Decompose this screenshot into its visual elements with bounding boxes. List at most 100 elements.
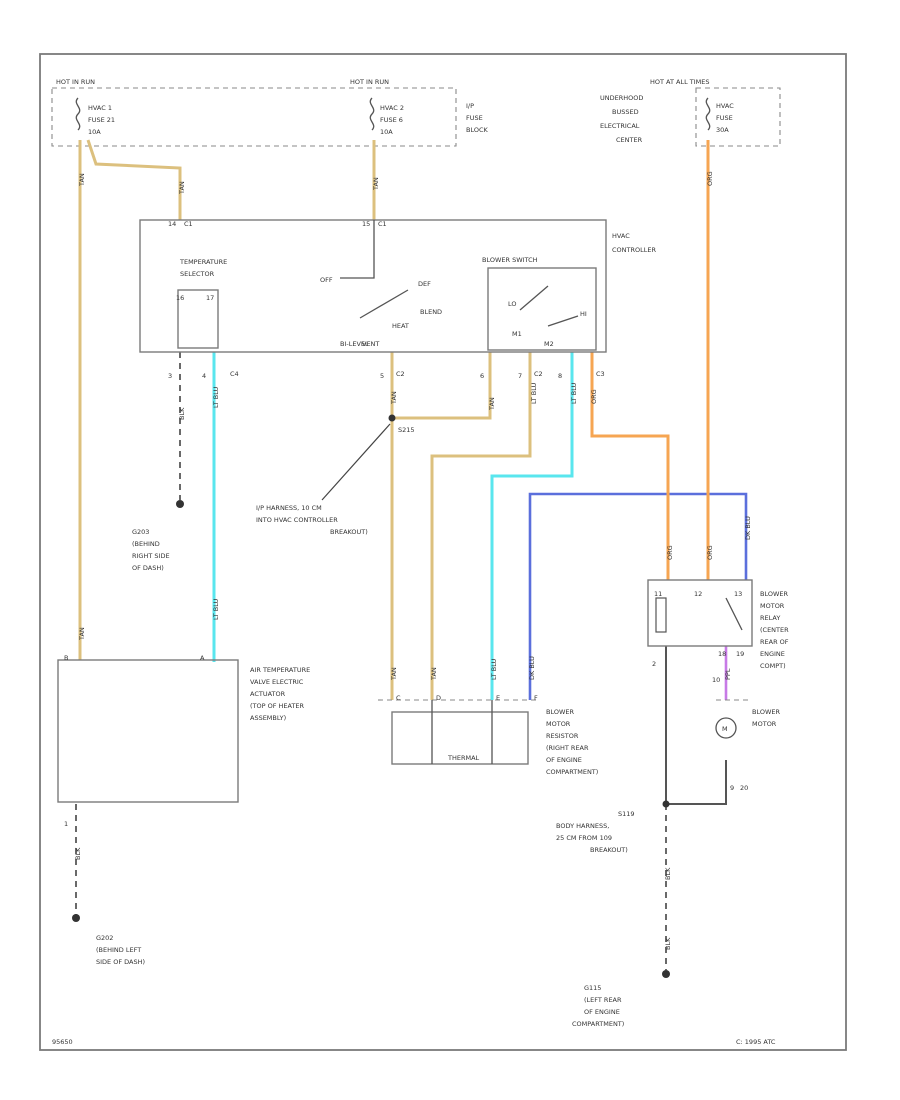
hvac-controller-label-1: HVAC: [612, 232, 630, 240]
wire-label-tan-6: TAN: [78, 627, 86, 641]
g203-label-3: RIGHT SIDE: [132, 552, 170, 560]
fuse-6-rating: 10A: [380, 128, 393, 136]
resistor-label-3: RESISTOR: [546, 732, 579, 740]
fuse-6-label: FUSE 6: [380, 116, 403, 124]
wire-label-dkblu-1: DK BLU: [744, 516, 752, 540]
pin-18: 18: [718, 650, 726, 658]
ip-harness-label-3: BREAKOUT): [330, 528, 368, 536]
wire-label-blk-3: BLK: [664, 867, 672, 880]
g202-label-2: (BEHIND LEFT: [96, 946, 141, 954]
mode-blend-label: BLEND: [420, 308, 442, 316]
fuse-hvac1-label: HVAC 1: [88, 104, 112, 112]
s119-label-1: S119: [618, 810, 635, 818]
wire-label-org-2: ORG: [590, 389, 598, 404]
resistor-label-5: OF ENGINE: [546, 756, 582, 764]
s119-label-4: BREAKOUT): [590, 846, 628, 854]
diagram-code-left: 95650: [52, 1038, 73, 1046]
blower-lo-label: LO: [508, 300, 517, 308]
g202-label-3: SIDE OF DASH): [96, 958, 145, 966]
connector-c2-a: C2: [396, 370, 405, 378]
connector-c2-b: C2: [534, 370, 543, 378]
pin-16: 16: [176, 294, 184, 302]
wire-label-blk-1: BLK: [178, 407, 186, 420]
air-temp-actuator: AIR TEMPERATURE VALVE ELECTRIC ACTUATOR …: [57, 659, 310, 803]
wire-label-org-3: ORG: [666, 545, 674, 560]
wire-label-tan-5: TAN: [488, 397, 496, 411]
temperature-selector-label-1: TEMPERATURE: [179, 258, 227, 266]
pin-2: 2: [652, 660, 656, 668]
air-temp-label-5: ASSEMBLY): [250, 714, 286, 722]
blower-m2-label: M2: [544, 340, 554, 348]
wire-label-ppl-1: PPL: [724, 668, 732, 680]
ubec-label-3: ELECTRICAL: [600, 122, 640, 130]
pin-15: 15: [362, 220, 370, 228]
pin-e: E: [496, 694, 500, 702]
splice-s215: [388, 414, 396, 422]
wire-tan-fuse21: [78, 139, 182, 660]
ip-fuse-block-label-2: FUSE: [466, 114, 483, 122]
wire-label-tan-3: TAN: [372, 177, 380, 191]
ubec-label-4: CENTER: [616, 136, 643, 144]
s119-label-2: BODY HARNESS,: [556, 822, 609, 830]
hvac-controller: HVAC CONTROLLER TEMPERATURE SELECTOR BLO…: [139, 219, 656, 353]
wire-label-org-4: ORG: [706, 545, 714, 560]
wire-label-ltblu-5: LT BLU: [530, 382, 538, 404]
ip-harness-pointer: [321, 423, 391, 501]
relay-label-4: (CENTER: [760, 626, 789, 634]
blower-hi-label: HI: [580, 310, 587, 318]
mode-bilevel-label: BI-LEVEL: [340, 340, 369, 348]
wire-label-tan-4: TAN: [390, 391, 398, 405]
wire-label-ltblu-3: LT BLU: [570, 382, 578, 404]
pin-d: D: [436, 694, 441, 702]
wire-label-ltblu-2: LT BLU: [212, 598, 220, 620]
motor-label-2: MOTOR: [752, 720, 777, 728]
ip-fuse-block-label-3: BLOCK: [466, 126, 489, 134]
g115-label-2: (LEFT REAR: [584, 996, 622, 1004]
underhood-fuse-block: HOT AT ALL TIMES UNDERHOOD BUSSED ELECTR…: [600, 78, 781, 147]
ip-harness-label-2: INTO HVAC CONTROLLER: [256, 516, 338, 524]
ground-g203: [176, 500, 184, 508]
pin-7: 7: [518, 372, 522, 380]
resistor-label-4: (RIGHT REAR: [546, 744, 589, 752]
g115-label-1: G115: [584, 984, 601, 992]
temperature-selector-label-2: SELECTOR: [180, 270, 215, 278]
blower-switch-box: [487, 267, 597, 351]
fuse-21-label: FUSE 21: [88, 116, 115, 124]
hot-in-run-label-2: HOT IN RUN: [350, 78, 389, 86]
blower-motor: M BLOWER MOTOR: [715, 699, 780, 739]
wire-tan-m1: [430, 352, 532, 700]
pin-20: 20: [740, 784, 748, 792]
pin-12: 12: [694, 590, 702, 598]
air-temp-label-4: (TOP OF HEATER: [250, 702, 305, 710]
relay-coil: [655, 597, 667, 633]
air-temp-label-3: ACTUATOR: [250, 690, 286, 698]
hot-in-run-label-1: HOT IN RUN: [56, 78, 95, 86]
wire-label-tan-2: TAN: [178, 181, 186, 195]
pin-3: 3: [168, 372, 172, 380]
pin-19: 19: [736, 650, 744, 658]
fuse-21-rating: 10A: [88, 128, 101, 136]
mode-vent-label: VENT: [362, 340, 379, 348]
hvac-controller-label-2: CONTROLLER: [612, 246, 656, 254]
blower-motor-relay: BLOWER MOTOR RELAY (CENTER REAR OF ENGIN…: [647, 579, 789, 670]
fuse-hvac2-label: HVAC 2: [380, 104, 404, 112]
g203-label-2: (BEHIND: [132, 540, 160, 548]
wire-tan-lo-branch: [392, 352, 492, 420]
wire-blk-motor-s119: [666, 760, 727, 805]
blower-motor-resistor: THERMAL BLOWER MOTOR RESISTOR (RIGHT REA…: [378, 699, 598, 776]
pin-a: A: [200, 654, 205, 662]
fuse-30a-rating: 30A: [716, 126, 729, 134]
blower-m1-label: M1: [512, 330, 522, 338]
mode-def-label: DEF: [418, 280, 431, 288]
connector-c1-b: C1: [378, 220, 387, 228]
wire-label-blk-4: BLK: [664, 937, 672, 950]
resistor-label-1: BLOWER: [546, 708, 574, 716]
pin-17: 17: [206, 294, 214, 302]
wire-label-blk-2: BLK: [74, 847, 82, 860]
relay-label-1: BLOWER: [760, 590, 788, 598]
wire-dkblu-relay: [528, 492, 748, 700]
wire-label-tan-8: TAN: [430, 667, 438, 681]
g203-label-1: G203: [132, 528, 149, 536]
pin-1: 1: [64, 820, 68, 828]
